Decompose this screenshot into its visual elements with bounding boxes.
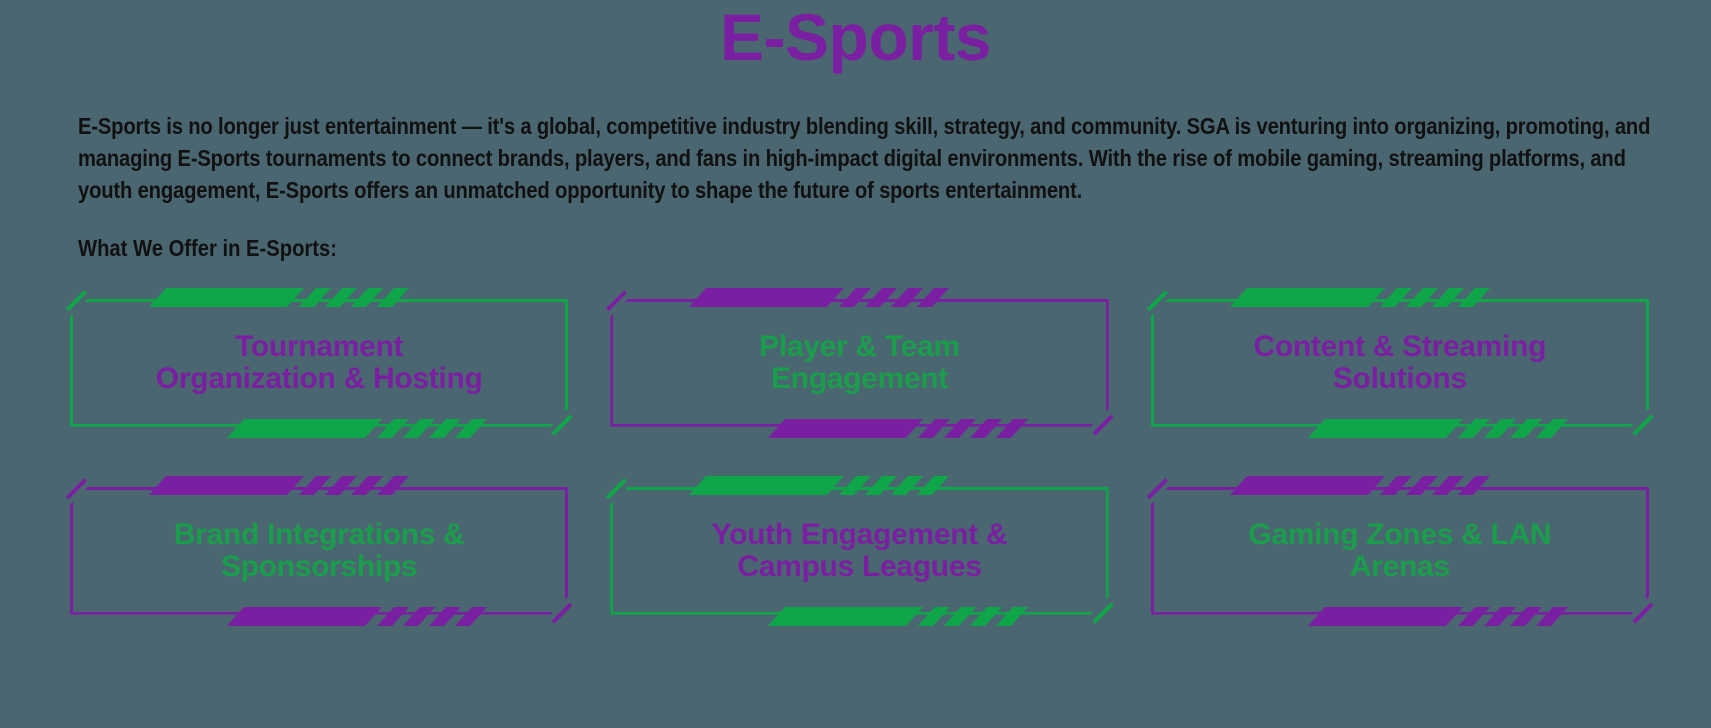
- card-label-line2: Engagement: [770, 361, 948, 395]
- card-label: Youth Engagement & Campus Leagues: [712, 519, 1008, 583]
- offer-card[interactable]: Brand Integrations & Sponsorships: [65, 475, 573, 626]
- page-title: E-Sports: [719, 0, 992, 74]
- offer-card[interactable]: Youth Engagement & Campus Leagues: [606, 475, 1113, 626]
- offer-card[interactable]: Content & Streaming Solutions: [1146, 287, 1654, 438]
- card-label-line1: Content & Streaming: [1253, 329, 1547, 363]
- card-label: Player & Team Engagement: [759, 331, 960, 395]
- intro-section: E-Sports is no longer just entertainment…: [0, 111, 1711, 262]
- card-label-line1: Player & Team: [759, 329, 960, 363]
- card-label-line2: Sponsorships: [220, 549, 418, 583]
- offer-card[interactable]: Tournament Organization & Hosting: [65, 287, 573, 438]
- offer-subheading: What We Offer in E-Sports:: [78, 235, 337, 262]
- card-label-line1: Youth Engagement &: [711, 517, 1008, 551]
- card-label-line1: Gaming Zones & LAN: [1248, 517, 1552, 551]
- card-label-line2: Arenas: [1349, 549, 1450, 583]
- intro-paragraph: E-Sports is no longer just entertainment…: [78, 113, 1651, 203]
- card-label: Brand Integrations & Sponsorships: [174, 519, 465, 583]
- card-label-line1: Tournament: [235, 329, 404, 363]
- offer-card[interactable]: Player & Team Engagement: [606, 287, 1113, 438]
- offer-card[interactable]: Gaming Zones & LAN Arenas: [1146, 475, 1654, 626]
- card-label-line1: Brand Integrations &: [173, 517, 465, 551]
- card-label: Content & Streaming Solutions: [1254, 331, 1547, 395]
- card-label: Gaming Zones & LAN Arenas: [1248, 519, 1551, 583]
- card-label: Tournament Organization & Hosting: [156, 331, 483, 395]
- card-label-line2: Organization & Hosting: [155, 361, 483, 395]
- offer-card-grid: Tournament Organization & Hosting Player…: [0, 287, 1711, 626]
- card-label-line2: Solutions: [1332, 361, 1467, 395]
- card-label-line2: Campus Leagues: [737, 549, 982, 583]
